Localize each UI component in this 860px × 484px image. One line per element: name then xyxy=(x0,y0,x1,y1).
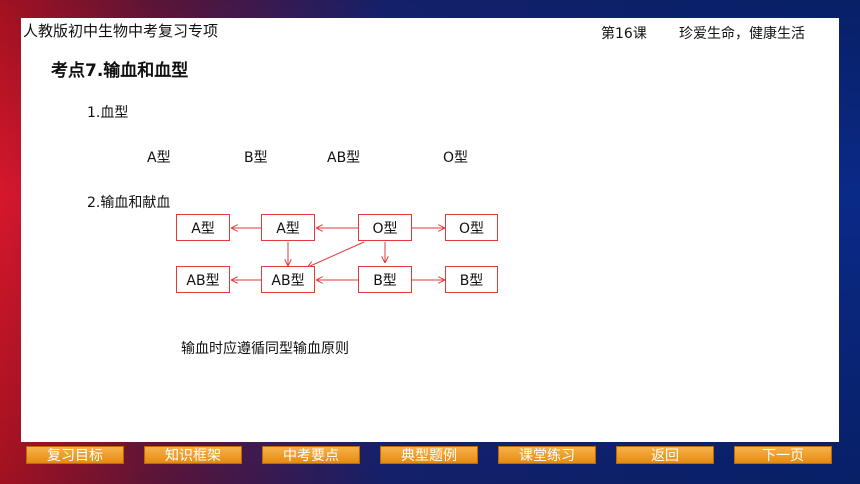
diagram-box-ab-recipient: AB型 xyxy=(176,266,230,293)
diagram-box-a-donor: A型 xyxy=(261,214,315,241)
diagram-box-b-recipient: B型 xyxy=(445,266,498,293)
nav-typical-examples-button[interactable]: 典型题例 xyxy=(380,446,478,464)
blood-type-a: A型 xyxy=(147,150,171,166)
section-blood-type: 1.血型 xyxy=(87,105,129,121)
diagram-box-b-donor: B型 xyxy=(358,266,412,293)
nav-knowledge-framework-button[interactable]: 知识框架 xyxy=(144,446,242,464)
nav-class-exercise-button[interactable]: 课堂练习 xyxy=(498,446,596,464)
course-title: 人教版初中生物中考复习专项 xyxy=(23,22,219,40)
blood-type-b: B型 xyxy=(244,150,268,166)
diagram-box-a-recipient: A型 xyxy=(176,214,230,241)
diagram-box-ab-donor: AB型 xyxy=(261,266,315,293)
slide-canvas: 人教版初中生物中考复习专项 第16课 珍爱生命，健康生活 考点7.输血和血型 1… xyxy=(21,18,839,442)
diagram-box-o-donor: O型 xyxy=(358,214,412,241)
lesson-number: 第16课 xyxy=(601,26,647,42)
nav-review-goals-button[interactable]: 复习目标 xyxy=(26,446,124,464)
bottom-nav: 复习目标 知识框架 中考要点 典型题例 课堂练习 返回 下一页 xyxy=(0,446,860,466)
blood-type-ab: AB型 xyxy=(327,150,361,166)
nav-next-page-button[interactable]: 下一页 xyxy=(734,446,832,464)
diagram-box-o-recipient: O型 xyxy=(445,214,498,241)
nav-back-button[interactable]: 返回 xyxy=(616,446,714,464)
point-title: 考点7.输血和血型 xyxy=(51,61,189,81)
section-transfusion: 2.输血和献血 xyxy=(87,195,171,211)
transfusion-principle: 输血时应遵循同型输血原则 xyxy=(181,341,349,357)
lesson-topic: 珍爱生命，健康生活 xyxy=(679,26,805,42)
arrow-o-to-ab xyxy=(308,241,365,267)
blood-type-o: O型 xyxy=(443,150,469,166)
transfusion-arrows xyxy=(21,18,839,442)
nav-exam-points-button[interactable]: 中考要点 xyxy=(262,446,360,464)
